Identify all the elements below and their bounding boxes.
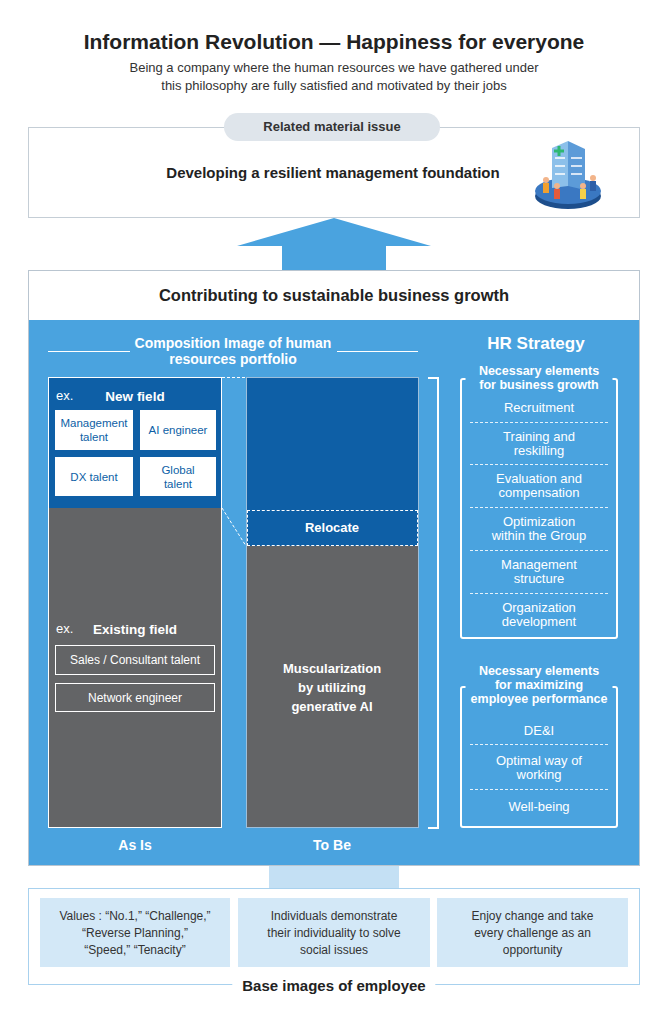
person-head <box>554 183 560 189</box>
node-text: ex. <box>56 621 73 637</box>
talent-box: Management talent <box>55 410 133 450</box>
node-text: Muscularization by utilizing generative … <box>280 659 385 716</box>
node-text: Global talent <box>151 463 206 491</box>
connector-bar <box>269 866 399 888</box>
talent-box: Global talent <box>140 457 216 496</box>
generative-ai-area: Muscularization by utilizing generative … <box>247 546 418 827</box>
as-is-column: Management talent AI engineer DX talent Glo… <box>48 377 222 828</box>
person-body <box>590 181 596 191</box>
person-head <box>590 175 596 181</box>
node-text: Related material issue <box>263 119 400 135</box>
strategy-element: Evaluation and compensation <box>470 465 608 508</box>
strategy-element: Training and reskilling <box>470 423 608 465</box>
strategy-element: Well-being <box>470 790 608 825</box>
strategy-element: Management structure <box>470 551 608 594</box>
material-issue-pill: Related material issue <box>224 113 440 141</box>
strategy-group-box: DE&IOptimal way of workingWell-beingNece… <box>460 686 618 828</box>
strategy-element: DE&I <box>470 716 608 745</box>
page-title: Information Revolution — Happiness for e… <box>84 29 585 55</box>
node-text: Training and reskilling <box>487 430 592 458</box>
person-body <box>580 189 586 199</box>
node-subtext: Existing field <box>93 621 177 638</box>
person-head <box>580 183 586 189</box>
node-text: Recruitment <box>504 401 574 415</box>
talent-box: Sales / Consultant talent <box>55 645 215 675</box>
node-text: Sales / Consultant talent <box>70 653 200 668</box>
building-face <box>552 141 568 188</box>
node-text: Evaluation and compensation <box>487 472 592 500</box>
employee-value-box: Values : “No.1,” “Challenge,” “Reverse P… <box>40 898 230 967</box>
growth-box: Management talent AI engineer DX talent Glo… <box>28 270 640 866</box>
building-side <box>568 141 585 190</box>
node-text: To Be <box>313 836 351 854</box>
employee-base-box: Values : “No.1,” “Challenge,” “Reverse P… <box>28 888 640 985</box>
base-shadow <box>535 183 601 209</box>
rule-line <box>48 351 130 352</box>
node-text: DE&I <box>524 724 554 738</box>
strategy-element: Organization development <box>470 594 608 636</box>
talent-box: AI engineer <box>140 410 216 450</box>
talent-box: Network engineer <box>55 683 215 712</box>
node-text: ex. <box>56 388 73 404</box>
node-text: Necessary elements for business growth <box>466 364 613 392</box>
node-text: Contributing to sustainable business gro… <box>159 285 509 306</box>
node-text: As Is <box>118 836 151 854</box>
person-body <box>543 183 549 193</box>
hr-panel: Management talent AI engineer DX talent Glo… <box>29 320 639 865</box>
plus-sign <box>554 146 564 156</box>
node-text: Management structure <box>487 558 592 586</box>
node-text: Base images of employee <box>232 976 435 995</box>
node-text: Well-being <box>508 800 569 814</box>
node-text: Optimal way of working <box>487 754 592 782</box>
node-text: Network engineer <box>88 690 182 705</box>
node-text: Management talent <box>58 416 130 444</box>
node-text: DX talent <box>70 470 117 484</box>
node-subtext: HR Strategy <box>487 333 584 354</box>
dashed-guide <box>222 377 246 378</box>
building-illustration <box>535 141 601 209</box>
node-subtext: New field <box>105 388 164 405</box>
node-text: Relocate <box>305 520 359 536</box>
strategy-group-box: RecruitmentTraining and reskillingEvalua… <box>460 378 618 639</box>
node-text: AI engineer <box>149 423 208 437</box>
node-text: Organization development <box>487 601 592 629</box>
employee-value-box: Enjoy change and take every challenge as… <box>437 898 628 967</box>
subtitle-text: Being a company where the human resource… <box>122 59 547 95</box>
building-windows <box>555 158 582 174</box>
node-text: Values : “No.1,” “Challenge,” “Reverse P… <box>59 907 212 958</box>
rule-line <box>337 351 418 352</box>
base-top <box>535 178 601 204</box>
to-be-column: RelocateMuscularization by utilizing gen… <box>246 377 419 828</box>
node-text: Developing a resilient management founda… <box>166 163 499 182</box>
strategy-element: Recruitment <box>470 393 608 423</box>
person-body <box>554 189 560 199</box>
new-field-area: Management talent AI engineer DX talent Glo… <box>49 378 221 508</box>
dashed-guide <box>222 508 246 546</box>
bracket <box>428 378 438 828</box>
existing-field-area: Sales / Consultant talentNetwork enginee… <box>49 508 221 827</box>
node-text: Composition Image of human resources por… <box>133 335 333 367</box>
person-head <box>543 177 549 183</box>
node-text: Necessary elements for maximizing employ… <box>466 664 613 706</box>
strategy-element: Optimal way of working <box>470 745 608 790</box>
node-text: Optimization within the Group <box>487 515 592 543</box>
node-text: Individuals demonstrate their individual… <box>264 907 404 958</box>
strategy-element: Optimization within the Group <box>470 508 608 551</box>
node-text: Enjoy change and take every challenge as… <box>463 907 603 958</box>
block-arrow <box>237 218 431 270</box>
relocate-band: Relocate <box>247 510 418 546</box>
material-issue-box: Related material issueDeveloping a resil… <box>28 127 640 218</box>
employee-value-box: Individuals demonstrate their individual… <box>238 898 430 967</box>
talent-box: DX talent <box>55 457 133 496</box>
